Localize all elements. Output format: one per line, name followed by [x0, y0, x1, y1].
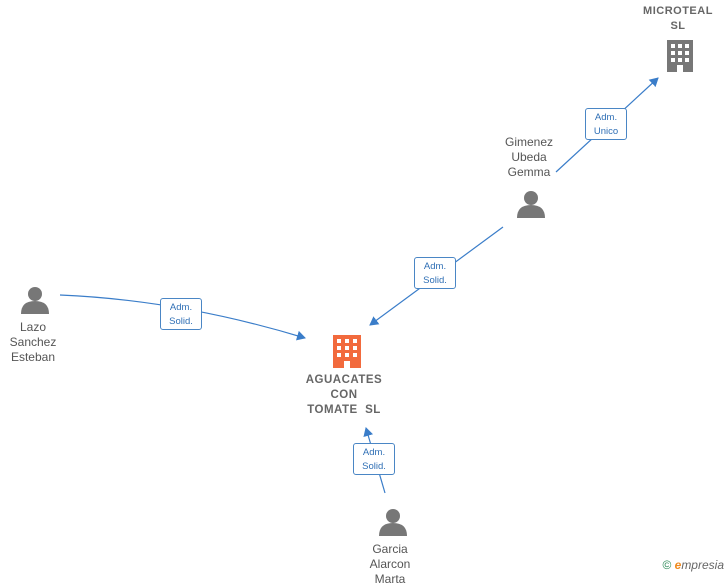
building-icon[interactable] — [333, 335, 361, 368]
company-name-line: AGUACATES — [305, 374, 383, 386]
edge-label-line: Adm. — [169, 302, 193, 313]
edge-label-line: Solid. — [423, 275, 447, 286]
edge-label-line: Solid. — [362, 461, 386, 472]
person-name-line: Gemma — [507, 165, 551, 179]
person-name-line: Esteban — [10, 350, 56, 364]
copyright-symbol: © — [662, 558, 672, 572]
person-name-line: Gimenez — [504, 135, 554, 149]
network-diagram — [21, 40, 693, 536]
person-name-line: Marta — [374, 572, 406, 586]
person-name-line: Ubeda — [511, 150, 547, 164]
person-label-garcia[interactable]: Garcia Alarcon Marta — [355, 542, 425, 587]
edge-label-adm-solid[interactable]: Adm. Solid. — [353, 443, 395, 475]
edge-label-adm-solid[interactable]: Adm. Solid. — [414, 257, 456, 289]
company-name-line: MICROTEAL — [643, 5, 713, 17]
person-label-lazo[interactable]: Lazo Sanchez Esteban — [0, 320, 66, 365]
company-name-line: CON — [330, 389, 358, 401]
edge-label-line: Adm. — [362, 447, 386, 458]
edge-label-line: Unico — [593, 126, 619, 137]
person-name-line: Sanchez — [9, 335, 57, 349]
person-label-gimenez[interactable]: Gimenez Ubeda Gemma — [494, 135, 564, 180]
person-name-line: Garcia — [372, 542, 408, 556]
edge-label-adm-solid[interactable]: Adm. Solid. — [160, 298, 202, 330]
person-name-line: Lazo — [19, 320, 47, 334]
brand-initial: e — [674, 558, 682, 572]
brand-name: mpresia — [681, 558, 724, 572]
company-name-line: SL — [670, 20, 686, 32]
company-label-aguacates[interactable]: AGUACATES CON TOMATE SL — [294, 373, 394, 418]
edge-label-line: Adm. — [594, 112, 618, 123]
company-label-microteal[interactable]: MICROTEAL SL — [640, 4, 716, 34]
person-icon[interactable] — [517, 191, 545, 218]
edge-label-adm-unico[interactable]: Adm. Unico — [585, 108, 627, 140]
edge-label-line: Solid. — [169, 316, 193, 327]
company-name-line: TOMATE SL — [307, 404, 381, 416]
building-icon[interactable] — [667, 40, 693, 72]
person-name-line: Alarcon — [369, 557, 411, 571]
person-icon[interactable] — [21, 287, 49, 314]
person-icon[interactable] — [379, 509, 407, 536]
empresia-watermark: © empresia — [662, 558, 724, 572]
edge-label-line: Adm. — [423, 261, 447, 272]
